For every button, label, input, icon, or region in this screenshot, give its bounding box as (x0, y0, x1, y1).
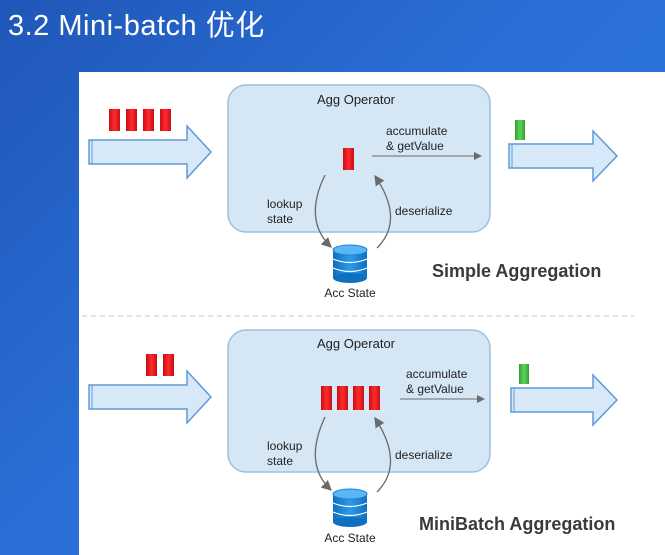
simple-acc-state-database-icon (332, 244, 368, 283)
minibatch-output-record (519, 364, 529, 384)
simple-operator-title: Agg Operator (317, 92, 396, 107)
simple-aggregation-section: Agg Operator accumulate & getValue looku… (88, 84, 619, 300)
simple-incoming-record (160, 109, 171, 131)
minibatch-incoming-record (146, 354, 157, 376)
minibatch-lookup-curve (314, 416, 332, 491)
diagram-panel: Agg Operator accumulate & getValue looku… (79, 72, 665, 555)
minibatch-aggregation-caption: MiniBatch Aggregation (419, 514, 615, 534)
simple-acc-state-label: Acc State (324, 286, 376, 300)
simple-getvalue-label: & getValue (386, 139, 444, 153)
minibatch-lookup-label: lookup (267, 439, 303, 453)
minibatch-deserialize-curve (374, 416, 392, 493)
minibatch-operator-title: Agg Operator (317, 336, 396, 351)
simple-input-stream-arrow (88, 124, 213, 180)
minibatch-incoming-record (163, 354, 174, 376)
simple-incoming-record (126, 109, 137, 131)
minibatch-acc-state-database-icon (332, 488, 368, 527)
minibatch-getvalue-label: & getValue (406, 382, 464, 396)
simple-deserialize-label: deserialize (395, 204, 453, 218)
minibatch-deserialize-label: deserialize (395, 448, 453, 462)
simple-lookup-curve (314, 174, 332, 248)
simple-deserialize-curve (374, 174, 392, 249)
simple-output-record (515, 120, 525, 140)
minibatch-input-stream-arrow (88, 369, 213, 425)
slide-title: 3.2 Mini-batch 优化 (8, 10, 265, 42)
minibatch-buffered-record (337, 386, 348, 410)
minibatch-aggregation-section: Agg Operator accumulate & getValue looku… (88, 329, 619, 545)
simple-incoming-record (143, 109, 154, 131)
simple-aggregation-caption: Simple Aggregation (432, 261, 601, 281)
simple-output-stream-arrow (508, 129, 619, 183)
minibatch-accumulate-label: accumulate (406, 367, 468, 381)
simple-accumulate-label: accumulate (386, 124, 448, 138)
minibatch-output-stream-arrow (510, 373, 619, 427)
simple-state-label: state (267, 212, 293, 226)
simple-incoming-record (109, 109, 120, 131)
minibatch-buffered-record (321, 386, 332, 410)
minibatch-buffered-record (369, 386, 380, 410)
simple-buffered-record (343, 148, 354, 170)
minibatch-acc-state-label: Acc State (324, 531, 376, 545)
aggregation-diagram: Agg Operator accumulate & getValue looku… (82, 84, 634, 545)
simple-agg-operator-box (227, 84, 491, 233)
minibatch-buffered-record (353, 386, 364, 410)
simple-lookup-label: lookup (267, 197, 303, 211)
minibatch-state-label: state (267, 454, 293, 468)
